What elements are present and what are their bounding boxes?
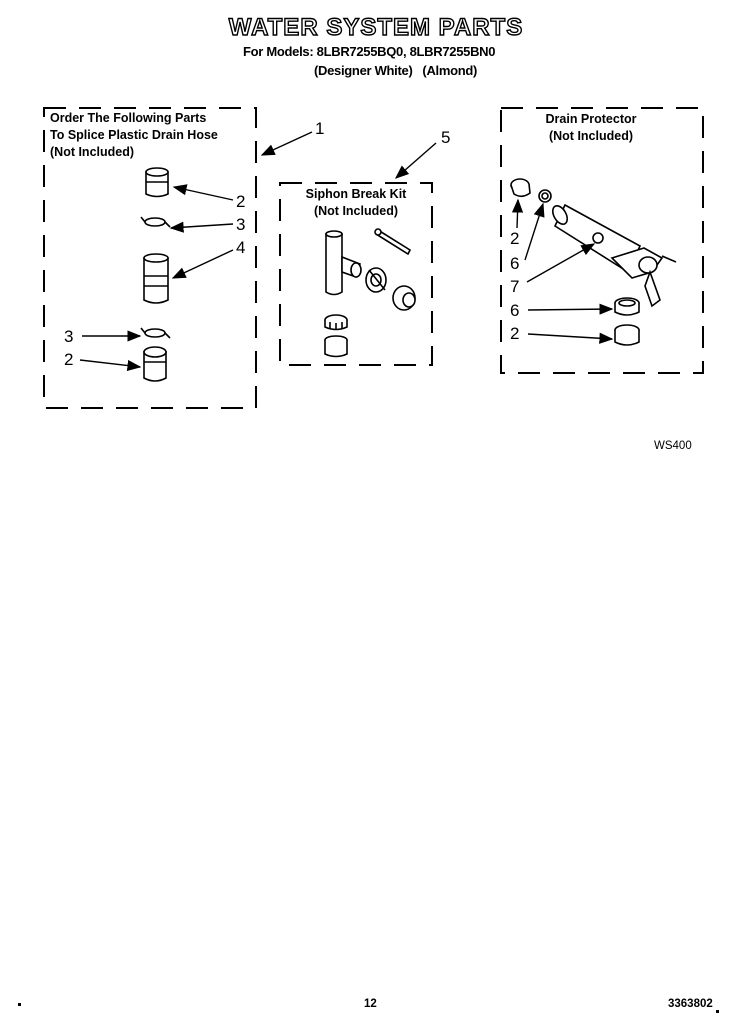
drain-cap <box>510 178 531 198</box>
leader-4 <box>171 249 234 279</box>
callout-splice-2b: 2 <box>64 350 74 369</box>
drain-cup <box>614 324 640 346</box>
siphon-label-line1: Siphon Break Kit <box>305 187 407 201</box>
callout-drain-6a: 6 <box>510 254 520 273</box>
leader-d2b <box>527 332 614 344</box>
document-number: 3363802 <box>668 998 713 1010</box>
splice-box-label: Order The Following Parts To Splice Plas… <box>50 110 218 161</box>
callout-drain-2a: 2 <box>510 229 520 248</box>
leader-d2a <box>511 198 524 229</box>
siphon-pin <box>374 228 412 256</box>
leader-d6a <box>524 202 545 261</box>
callout-drain-7: 7 <box>510 277 520 296</box>
hose-splice-tube <box>143 253 169 304</box>
page-title: WATER SYSTEM PARTS <box>228 13 524 41</box>
leader-1 <box>260 131 313 156</box>
clamp-ring-bottom <box>140 327 171 339</box>
leader-d6b <box>527 303 614 315</box>
drain-ring-large <box>614 297 640 316</box>
hose-connector-top <box>145 167 169 198</box>
splice-label-line1: Order The Following Parts <box>50 111 207 125</box>
splice-label-line2: To Splice Plastic Drain Hose <box>50 128 218 142</box>
drain-label-line2: (Not Included) <box>548 129 633 143</box>
colors-line: (Designer White) (Almond) <box>314 63 478 78</box>
leader-2a <box>172 184 234 201</box>
callout-drain-6b: 6 <box>510 301 520 320</box>
footer-mark-right <box>716 1010 719 1013</box>
siphon-cap <box>392 285 416 311</box>
page-number: 12 <box>364 998 377 1010</box>
callout-5: 5 <box>441 128 451 147</box>
siphon-nut <box>365 267 387 293</box>
callout-drain-2b: 2 <box>510 324 520 343</box>
drain-box-label: Drain Protector (Not Included) <box>521 111 661 145</box>
hose-connector-bottom <box>143 346 167 382</box>
siphon-tee <box>325 230 362 296</box>
siphon-cup <box>324 335 348 358</box>
siphon-label-line2: (Not Included) <box>313 204 398 218</box>
callout-splice-3a: 3 <box>236 215 246 234</box>
splice-label-line3: (Not Included) <box>50 145 135 159</box>
callout-1: 1 <box>315 119 325 138</box>
diagram-code: WS400 <box>654 440 692 452</box>
drain-protector-body <box>551 203 677 308</box>
clamp-ring-top <box>140 216 171 228</box>
footer-mark-left <box>18 1003 21 1006</box>
drain-protector-box <box>500 107 704 374</box>
drain-ring-small <box>538 189 552 203</box>
siphon-washer <box>324 314 348 331</box>
siphon-box-label: Siphon Break Kit (Not Included) <box>280 186 432 220</box>
leader-d7 <box>526 243 596 283</box>
callout-splice-4: 4 <box>236 238 246 257</box>
models-line: For Models: 8LBR7255BQ0, 8LBR7255BN0 <box>243 44 496 59</box>
callout-splice-2a: 2 <box>236 192 246 211</box>
leader-5 <box>394 142 437 179</box>
splice-box <box>43 107 257 409</box>
leader-3a <box>169 221 234 233</box>
leader-2b <box>79 359 142 372</box>
callout-splice-3b: 3 <box>64 327 74 346</box>
drain-label-line1: Drain Protector <box>545 112 637 126</box>
siphon-box <box>279 182 433 366</box>
